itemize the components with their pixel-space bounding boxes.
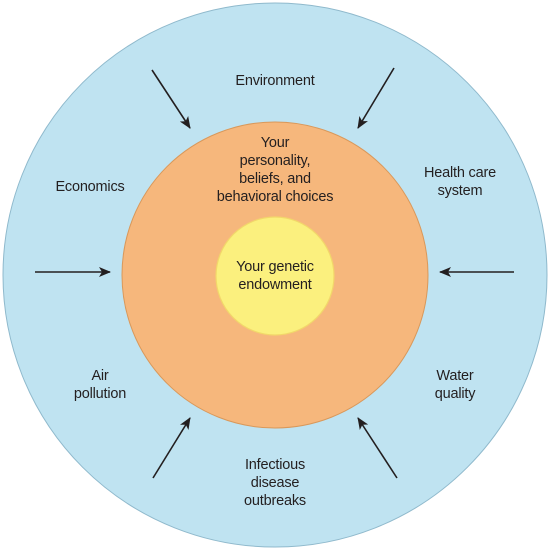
label-infectious-disease-outbreaks: Infectious disease outbreaks bbox=[244, 457, 306, 509]
arrow-bottom-right bbox=[357, 417, 398, 479]
label-environment: Environment bbox=[235, 73, 315, 89]
label-water-quality: Water quality bbox=[434, 368, 476, 402]
arrow-top-right bbox=[357, 67, 395, 129]
label-personal-choices: Your personality, beliefs, and behaviora… bbox=[216, 135, 334, 205]
label-air-pollution: Air pollution bbox=[73, 368, 127, 402]
label-economics: Economics bbox=[55, 179, 125, 195]
label-genetic-endowment: Your genetic endowment bbox=[236, 259, 314, 293]
arrow-top-left bbox=[151, 69, 191, 129]
arrow-bottom-left bbox=[152, 417, 191, 479]
core-genetic-endowment bbox=[215, 216, 335, 336]
label-health-care-system: Health care system bbox=[424, 165, 496, 199]
